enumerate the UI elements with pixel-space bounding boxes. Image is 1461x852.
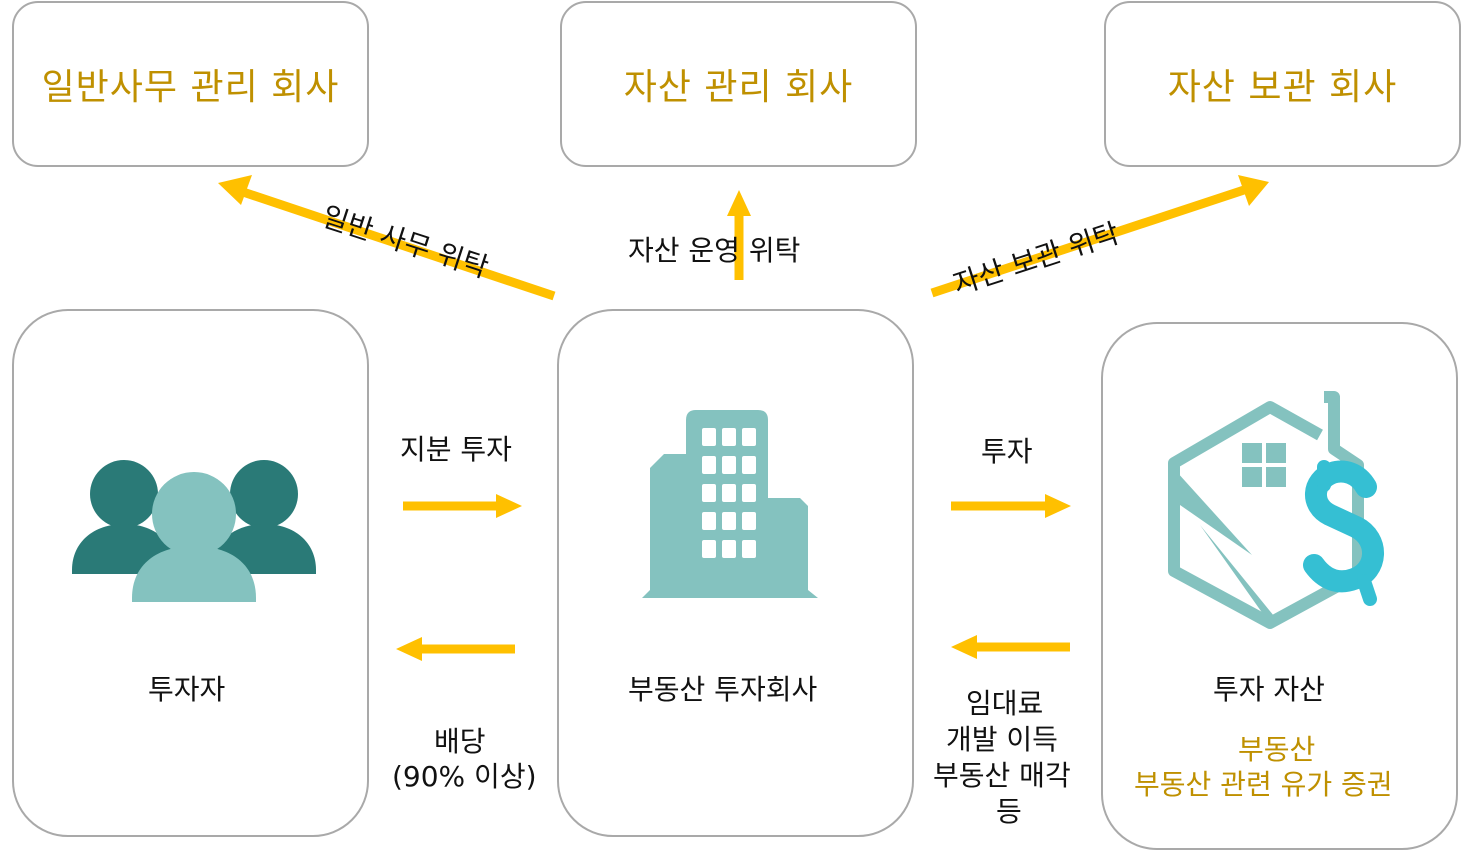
returns-sale-label: 부동산 매각 bbox=[933, 759, 1071, 792]
building-icon bbox=[642, 410, 818, 598]
asset-type-securities: 부동산 관련 유가 증권 bbox=[1134, 768, 1393, 801]
asset-custody-company-label: 자산 보관 회사 bbox=[1167, 67, 1398, 108]
asset-management-company-box: 자산 관리 회사 bbox=[560, 1, 917, 167]
returns-etc-label: 등 bbox=[996, 795, 1022, 828]
house-dollar-icon bbox=[1168, 391, 1384, 629]
custody-delegation-label: 자산 보관 위탁 bbox=[949, 216, 1124, 302]
asset-management-company-label: 자산 관리 회사 bbox=[623, 67, 854, 108]
dividend-condition-label: (90% 이상) bbox=[392, 760, 537, 793]
asset-custody-company-box: 자산 보관 회사 bbox=[1104, 1, 1461, 167]
people-icon bbox=[72, 460, 316, 602]
returns-rent-label: 임대료 bbox=[966, 687, 1044, 720]
equity-investment-label: 지분 투자 bbox=[400, 433, 512, 466]
arrow-equity-investment bbox=[403, 494, 522, 518]
returns-development-label: 개발 이득 bbox=[946, 723, 1058, 756]
reit-company-label: 부동산 투자회사 bbox=[628, 673, 818, 706]
general-admin-delegation-label: 일반 사무 위탁 bbox=[318, 199, 493, 285]
arrow-returns bbox=[951, 635, 1070, 659]
dividend-label: 배당 bbox=[434, 725, 486, 758]
investor-label: 투자자 bbox=[148, 673, 226, 706]
investment-assets-label: 투자 자산 bbox=[1213, 673, 1325, 706]
asset-ops-delegation-label: 자산 운영 위탁 bbox=[628, 234, 801, 267]
arrow-dividend bbox=[396, 637, 515, 661]
general-admin-company-label: 일반사무 관리 회사 bbox=[41, 67, 340, 108]
investment-label: 투자 bbox=[981, 435, 1033, 468]
asset-type-real-estate: 부동산 bbox=[1238, 733, 1316, 766]
general-admin-company-box: 일반사무 관리 회사 bbox=[12, 1, 369, 167]
arrow-investment bbox=[951, 494, 1071, 518]
